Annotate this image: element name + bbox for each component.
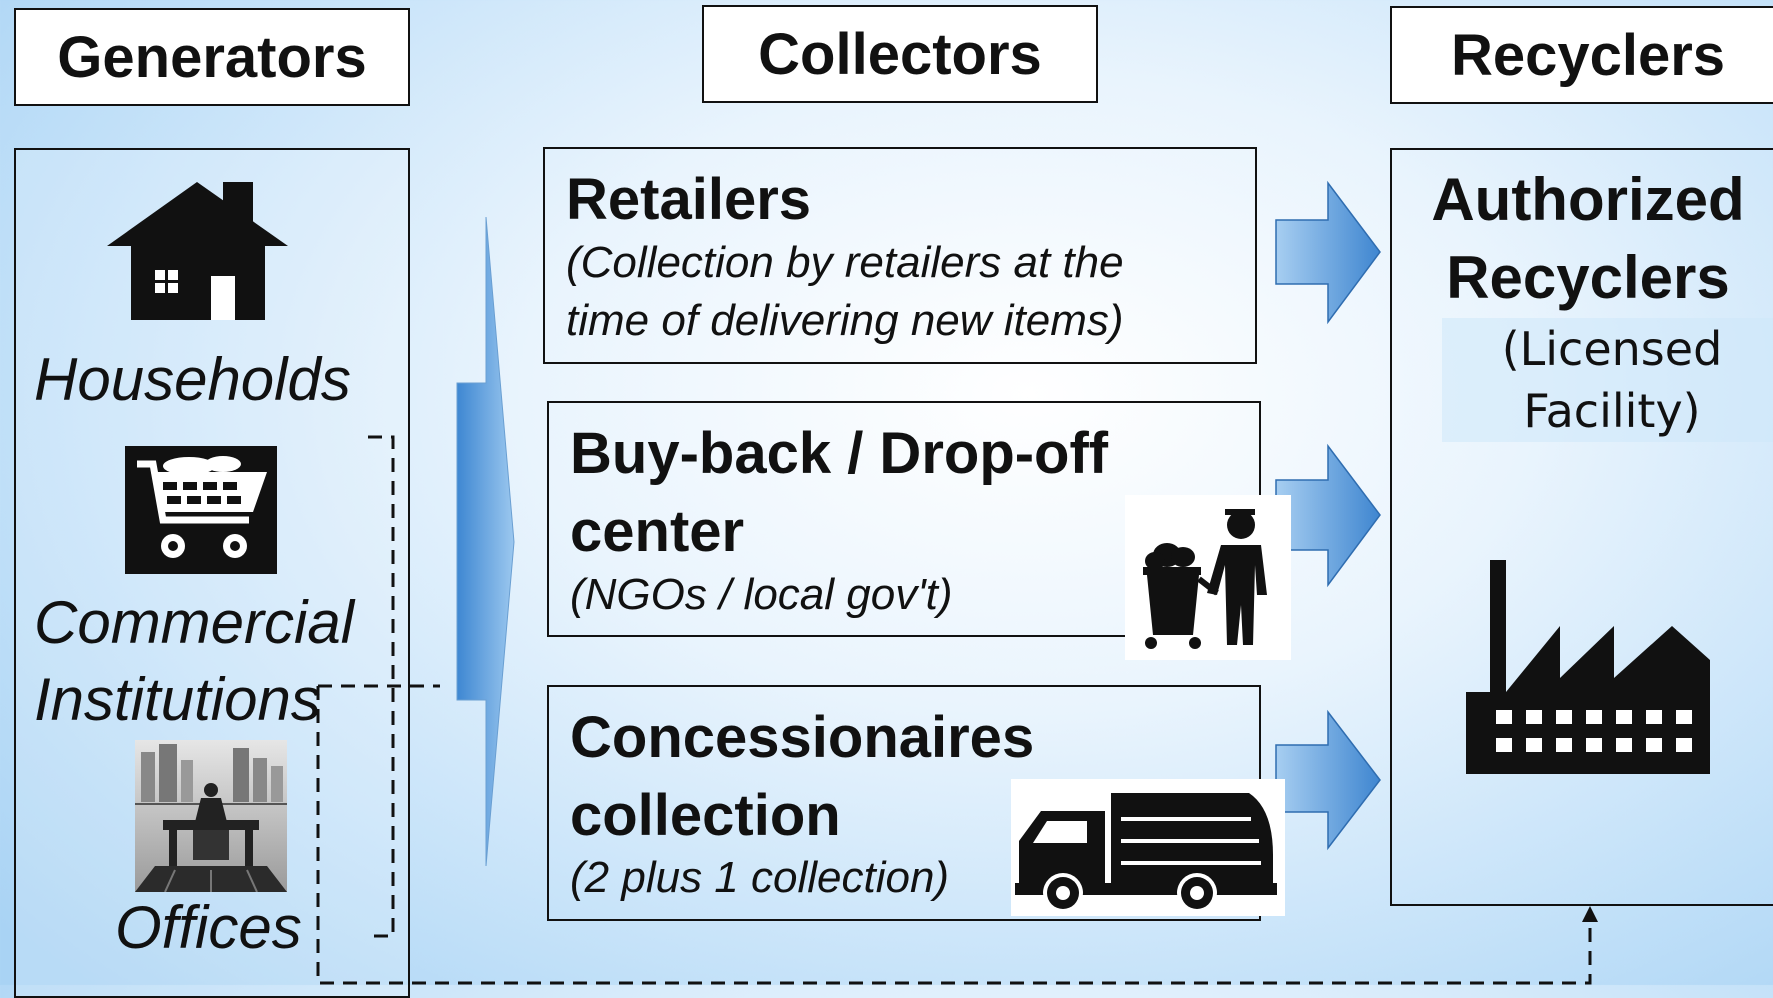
recyclers-subtitle-1: (Licensed <box>1501 322 1723 376</box>
recyclers-subtitle: (Licensed Facility) <box>1442 318 1773 442</box>
shopping-cart-icon <box>125 446 277 574</box>
retailers-arrow <box>1275 180 1381 325</box>
retailers-box <box>543 147 1257 364</box>
waste-worker-icon <box>1125 495 1291 660</box>
recyclers-title-2: Recyclers <box>1446 244 1730 311</box>
return-path <box>316 686 1592 985</box>
buyback-subtitle: (NGOs / local gov't) <box>570 570 953 619</box>
recyclers-header-label: Recyclers <box>1450 22 1726 88</box>
generators-header-label: Generators <box>57 24 367 90</box>
retailers-subtitle-1: (Collection by retailers at the <box>566 238 1124 287</box>
collectors-header-label: Collectors <box>758 21 1042 87</box>
households-bracket <box>368 435 395 938</box>
authorized-recyclers-box: Authorized Recyclers (Licensed Facility) <box>1390 148 1773 906</box>
commercial-label: Commercial <box>34 589 355 656</box>
collectors-header: Collectors <box>702 5 1098 103</box>
households-label: Households <box>34 346 351 413</box>
buyback-title-1: Buy-back / Drop-off <box>570 421 1109 486</box>
concessionaires-title-2: collection <box>570 783 841 848</box>
merge-arrow <box>456 216 515 867</box>
garbage-truck-icon <box>1011 779 1285 916</box>
retailers-title: Retailers <box>566 167 812 232</box>
buyback-title-2: center <box>570 499 745 564</box>
return-arrowhead <box>1582 906 1598 922</box>
recyclers-subtitle-2: Facility) <box>1523 384 1701 438</box>
concessionaires-subtitle: (2 plus 1 collection) <box>570 853 950 902</box>
institutions-label: Institutions <box>34 666 321 733</box>
recyclers-title-1: Authorized <box>1431 166 1745 233</box>
offices-label: Offices <box>115 894 302 961</box>
house-icon <box>107 182 288 320</box>
concessionaires-title-1: Concessionaires <box>570 705 1035 770</box>
recyclers-header: Recyclers <box>1390 6 1773 104</box>
factory-icon <box>1466 560 1710 774</box>
buyback-arrow <box>1275 443 1381 588</box>
office-icon <box>135 740 287 892</box>
concessionaires-arrow <box>1275 709 1381 851</box>
generators-header: Generators <box>14 8 410 106</box>
retailers-subtitle-2: time of delivering new items) <box>566 296 1124 345</box>
